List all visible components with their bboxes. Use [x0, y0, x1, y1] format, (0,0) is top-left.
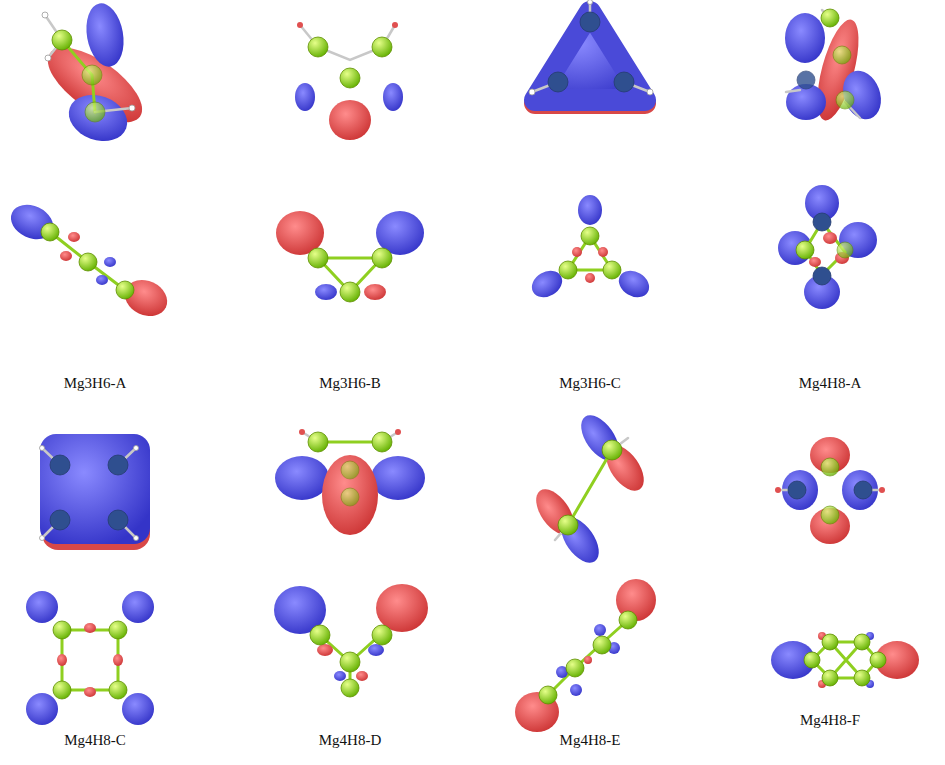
panel-label: Mg4H8-A: [799, 375, 862, 392]
panel-label: Mg3H6-A: [64, 375, 127, 392]
panel-label: Mg3H6-B: [319, 375, 381, 392]
panel-label: Mg4H8-F: [800, 712, 860, 729]
panel-label: Mg3H6-C: [559, 375, 621, 392]
panel-label: Mg4H8-C: [64, 732, 126, 749]
panel-label: Mg4H8-D: [319, 732, 382, 749]
panel-label: Mg4H8-E: [560, 732, 621, 749]
